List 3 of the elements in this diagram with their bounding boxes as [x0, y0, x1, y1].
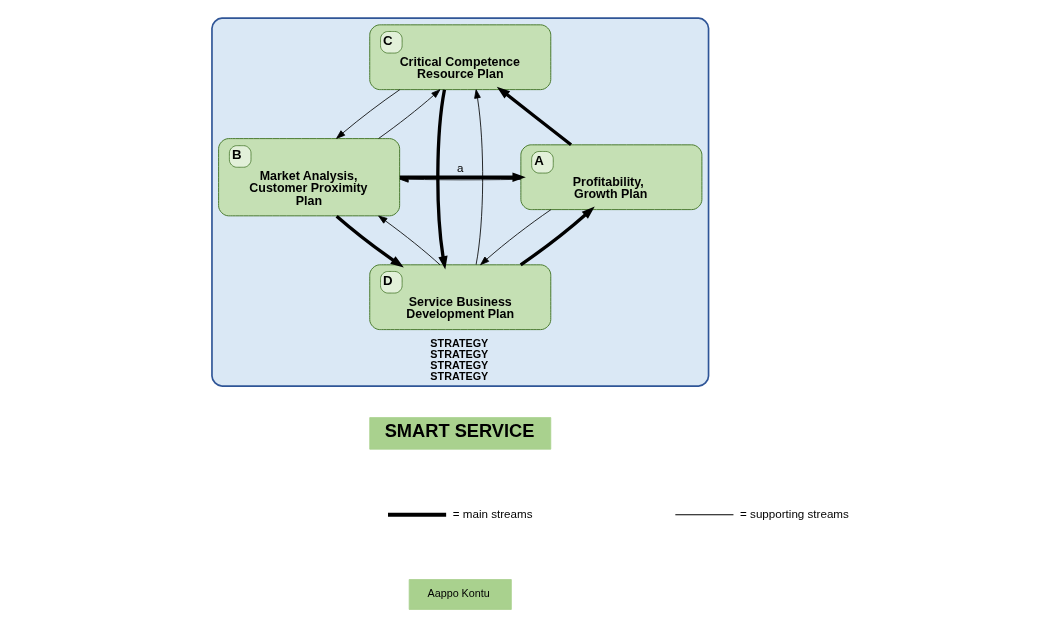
legend-label: = supporting streams [739, 506, 849, 520]
legend-label: = main streams [452, 506, 532, 520]
edge-label: a [456, 160, 463, 174]
